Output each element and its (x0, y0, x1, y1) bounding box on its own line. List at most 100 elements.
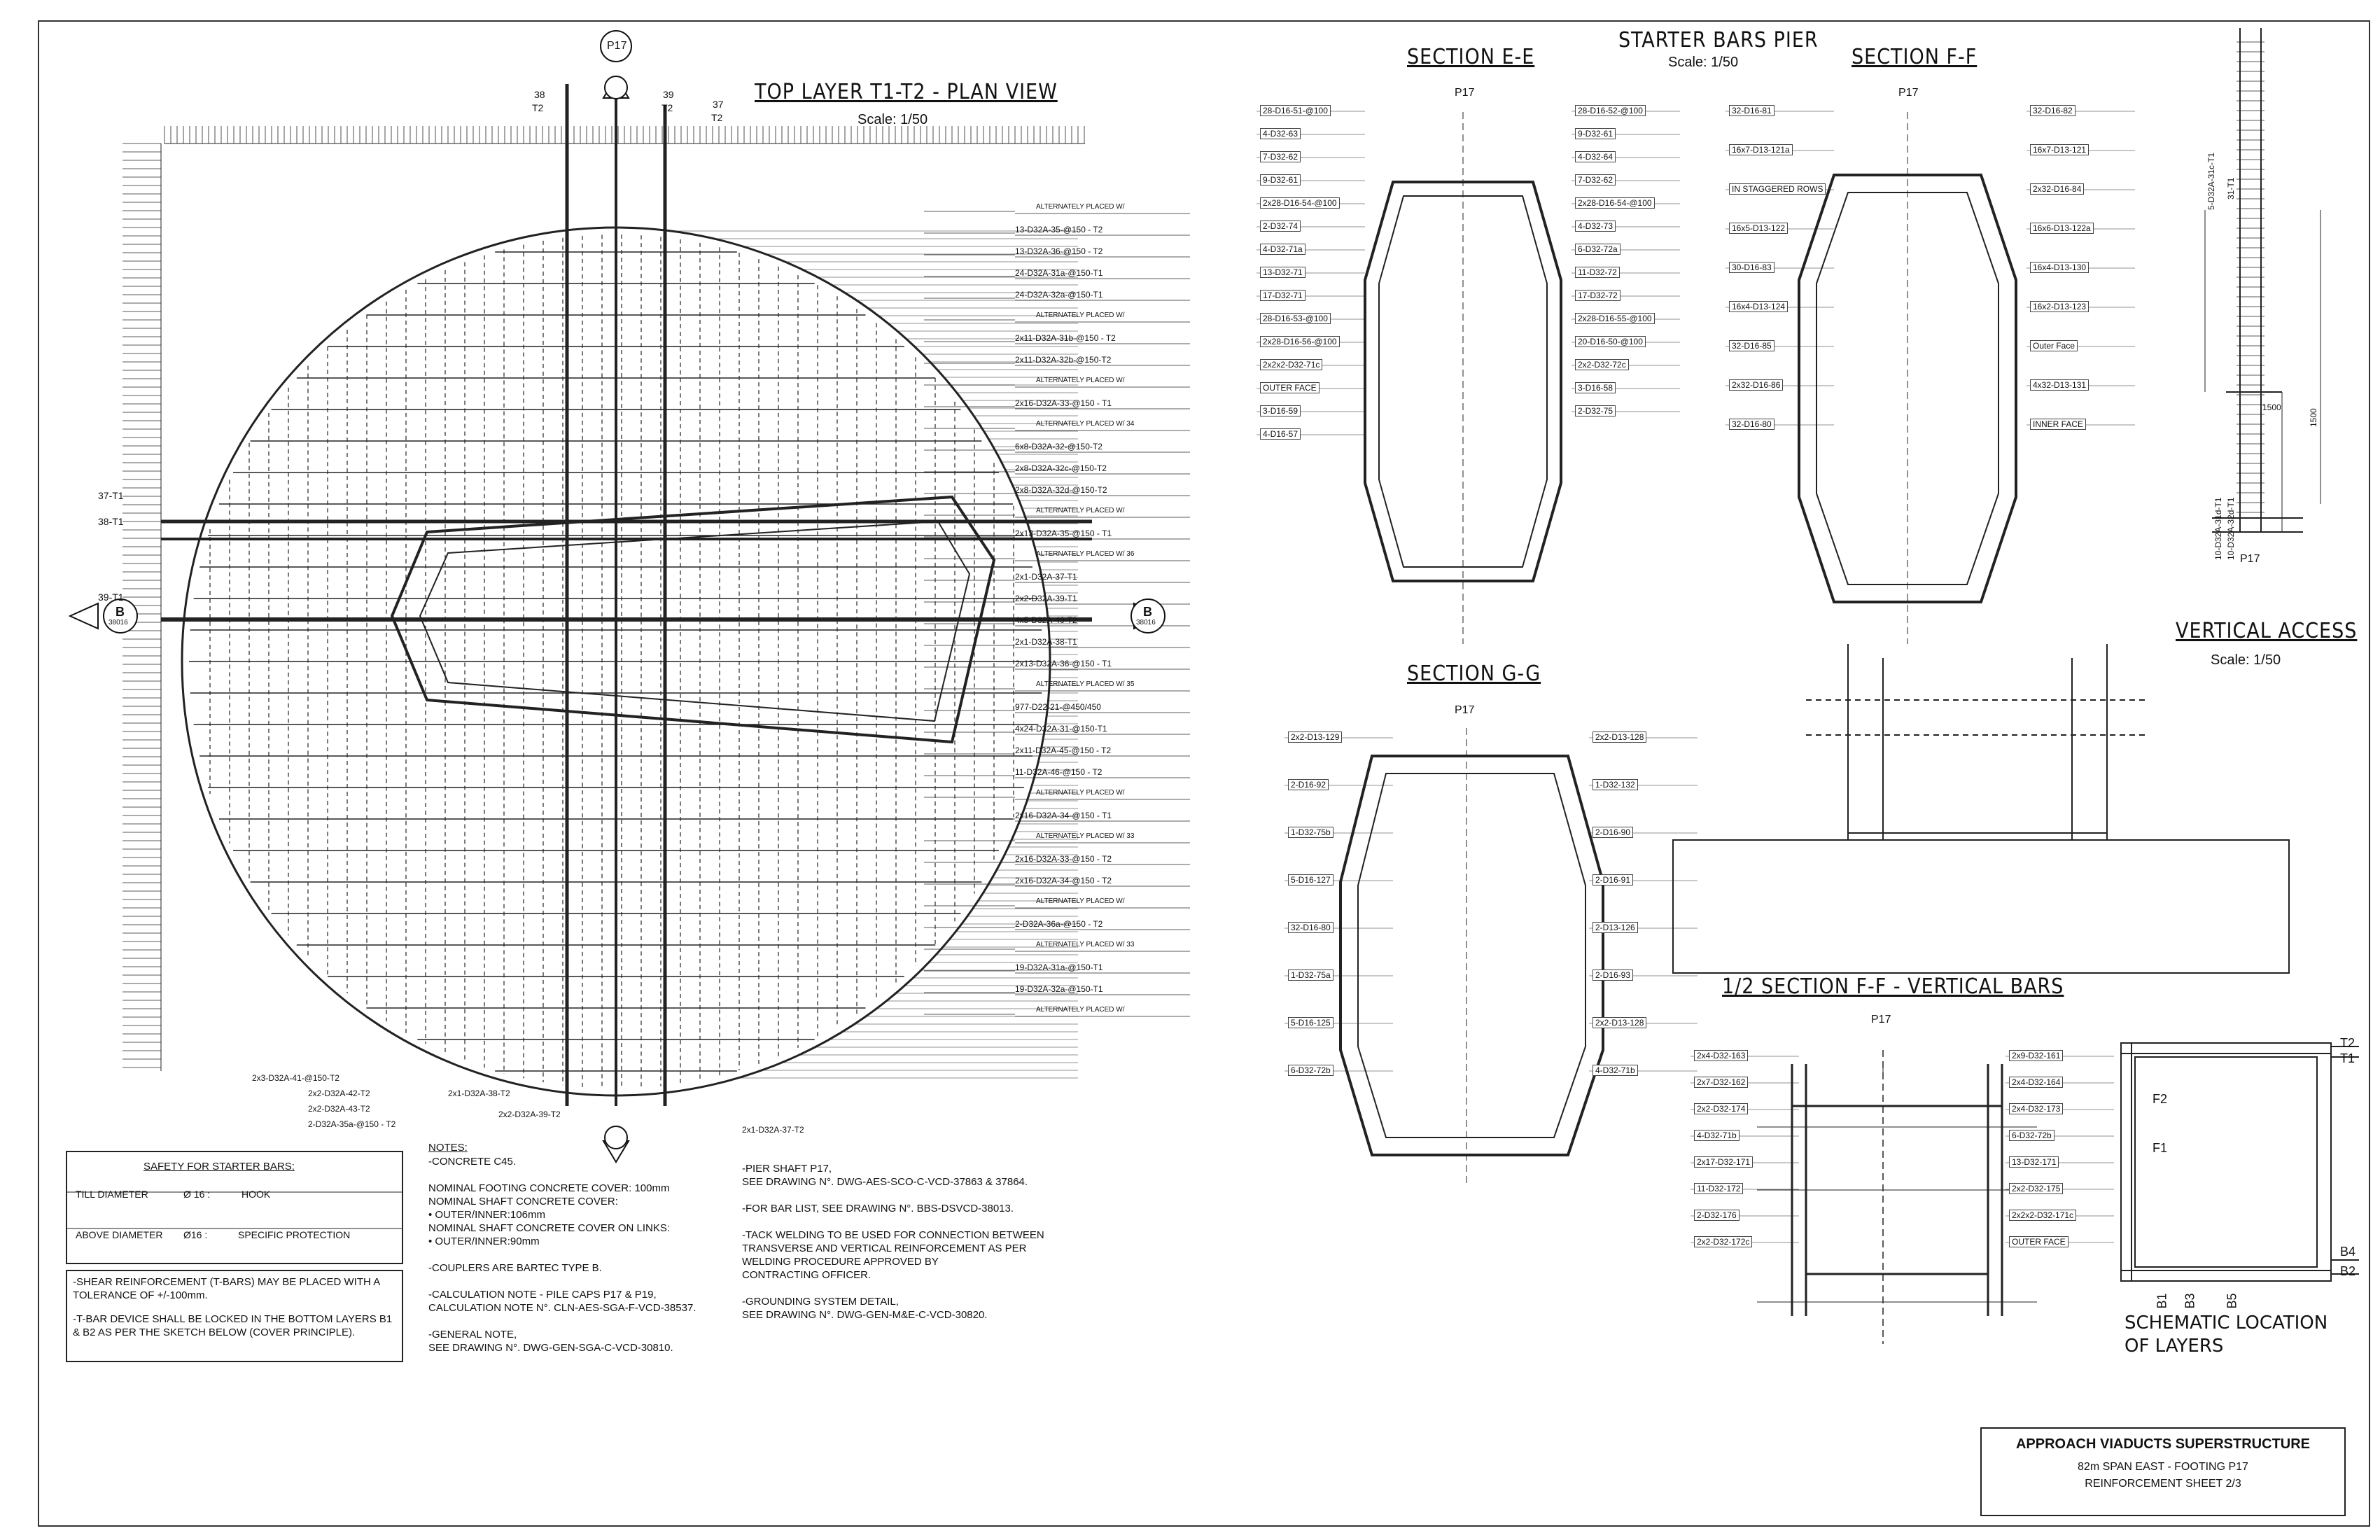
gg-text-label: 2-D16-90 (1592, 827, 1634, 838)
layer-F2: F2 (2152, 1092, 2168, 1106)
plan-callout: 2x11-D32A-45-@150 - T2 (1015, 746, 1112, 755)
ff-text-label: 16x5-D13-122 (1729, 223, 1788, 234)
half-text-label: 6-D32-72b (2009, 1130, 2054, 1141)
plan-callout: ALTERNATELY PLACED W/ 33 (1036, 941, 1135, 948)
plan-top-label-38-layer: T2 (532, 102, 544, 113)
ee-text-label: 2x28-D16-55-@100 (1575, 313, 1655, 324)
ff-text-label: 16x4-D13-124 (1729, 301, 1788, 312)
plan-top-label-39-layer: T2 (662, 102, 673, 113)
safety-row1-right: HOOK (241, 1189, 271, 1200)
notes-heading: NOTES: (428, 1142, 468, 1154)
plan-view-title: TOP LAYER T1-T2 - PLAN VIEW (755, 80, 1058, 104)
plan-bottom-callout-42: 2x2-D32A-42-T2 (308, 1088, 370, 1098)
half-text-label: OUTER FACE (2009, 1236, 2068, 1247)
ff-text-label: 32-D16-85 (1729, 340, 1774, 351)
section-ee-title: SECTION E-E (1407, 45, 1535, 69)
notes-column-1: -CONCRETE C45. NOMINAL FOOTING CONCRETE … (428, 1156, 696, 1354)
ee-text-label: 28-D16-52-@100 (1575, 105, 1646, 116)
gg-text-label: 2-D16-91 (1592, 874, 1634, 886)
ff-text-label: 16x7-D13-121 (2030, 144, 2090, 155)
ff-text-label: 16x7-D13-121a (1729, 144, 1793, 155)
half-text-label: 2x2-D32-175 (2009, 1183, 2064, 1194)
plan-top-label-37: 37 (713, 99, 724, 110)
plan-callout: ALTERNATELY PLACED W/ (1036, 312, 1125, 319)
gg-text-label: 1-D32-132 (1592, 779, 1638, 790)
section-ee-geometry (1256, 111, 1680, 644)
section-ff-elevation (1672, 644, 2290, 974)
plan-callout: 2x16-D32A-34-@150 - T1 (1015, 811, 1112, 820)
ee-text-label: 4-D32-71a (1260, 244, 1306, 255)
callout-leaders (924, 211, 1190, 1017)
plan-callout: 24-D32A-31a-@150-T1 (1015, 268, 1103, 278)
gg-text-label: 2-D13-126 (1592, 922, 1638, 933)
plan-callout: 24-D32A-32a-@150-T1 (1015, 290, 1103, 300)
layer-F1: F1 (2152, 1141, 2168, 1155)
vertical-access-title: VERTICAL ACCESS (2176, 619, 2358, 643)
plan-callout: 19-D32A-31a-@150-T1 (1015, 962, 1103, 972)
half-section-geometry (1690, 1050, 2114, 1344)
half-section-pier: P17 (1871, 1014, 1891, 1026)
ee-text-label: 4-D32-63 (1260, 128, 1301, 139)
section-ee-pier: P17 (1455, 87, 1475, 99)
ee-text-label: 6-D32-72a (1575, 244, 1620, 255)
plan-callout: 4x5-D32A-40-T2 (1015, 615, 1077, 625)
ff-text-label: 32-D16-80 (1729, 419, 1774, 430)
plan-top-label-38: 38 (534, 89, 545, 100)
plan-left-label-38: 38-T1 (98, 516, 124, 527)
ee-text-label: 2x28-D16-54-@100 (1575, 197, 1655, 209)
ee-text-label: 17-D32-71 (1260, 290, 1306, 301)
ee-text-label: 3-D16-58 (1575, 382, 1616, 393)
pier-shaft-outline (390, 495, 996, 744)
ee-text-label: 17-D32-72 (1575, 290, 1620, 301)
gg-text-label: 1-D32-75b (1288, 827, 1334, 838)
plan-top-label-37-layer: T2 (711, 112, 723, 123)
layer-B1: B1 (2155, 1293, 2169, 1309)
plan-callout: ALTERNATELY PLACED W/ 34 (1036, 420, 1135, 428)
ee-text-label: 2x28-D16-56-@100 (1260, 336, 1340, 347)
plan-callout: 2x13-D32A-35-@150 - T1 (1015, 528, 1112, 538)
layer-B4: B4 (2340, 1245, 2356, 1259)
plan-callout: 19-D32A-32a-@150-T1 (1015, 984, 1103, 994)
ff-text-label: 2x32-D16-86 (1729, 379, 1784, 391)
vertical-access-scale: Scale: 1/50 (2211, 652, 2281, 668)
ff-text-label: 30-D16-83 (1729, 262, 1774, 273)
schematic-title-2: OF LAYERS (2124, 1336, 2224, 1357)
section-gg-geometry (1284, 728, 1698, 1183)
ee-text-label: 2x2x2-D32-71c (1260, 359, 1323, 370)
safety-row1-left: TILL DIAMETER (76, 1189, 148, 1200)
ff-text-label: IN STAGGERED ROWS (1729, 183, 1826, 195)
plan-callout: 2x11-D32A-32b-@150-T2 (1015, 355, 1112, 365)
plan-callout: ALTERNATELY PLACED W/ (1036, 897, 1125, 905)
safety-row2-mid: Ø16 : (183, 1229, 208, 1240)
plan-pier-tag: P17 (607, 40, 627, 52)
half-text-label: 2x9-D32-161 (2009, 1050, 2064, 1061)
plan-callout: 4x24-D32A-31-@150-T1 (1015, 724, 1107, 734)
plan-callout: 2x1-D32A-37-T1 (1015, 572, 1077, 582)
half-text-label: 4-D32-71b (1694, 1130, 1740, 1141)
ee-text-label: 4-D16-57 (1260, 428, 1301, 440)
plan-bottom-callout-39: 2x2-D32A-39-T2 (498, 1110, 561, 1119)
half-text-label: 2x4-D32-163 (1694, 1050, 1749, 1061)
half-text-label: 2x2-D32-174 (1694, 1103, 1749, 1114)
vertical-access-label: 31-T1 (2226, 177, 2236, 200)
safety-row2-right: SPECIFIC PROTECTION (238, 1229, 351, 1240)
section-ff-title: SECTION F-F (1851, 45, 1977, 69)
schematic-layers-geometry (2120, 1042, 2359, 1282)
ff-text-label: 16x2-D13-123 (2030, 301, 2090, 312)
tbar-note-2: -T-BAR DEVICE SHALL BE LOCKED IN THE BOT… (73, 1313, 393, 1338)
plan-bottom-callout-38: 2x1-D32A-38-T2 (448, 1088, 510, 1098)
ee-text-label: 4-D32-64 (1575, 151, 1616, 162)
half-text-label: 13-D32-171 (2009, 1156, 2059, 1168)
plan-callout: ALTERNATELY PLACED W/ 36 (1036, 550, 1135, 558)
ee-text-label: 2x2-D32-72c (1575, 359, 1629, 370)
gg-text-label: 2-D16-93 (1592, 969, 1634, 981)
plan-view-scale: Scale: 1/50 (858, 112, 928, 127)
tbar-note-1: -SHEAR REINFORCEMENT (T-BARS) MAY BE PLA… (73, 1276, 380, 1301)
ff-text-label: 16x4-D13-130 (2030, 262, 2090, 273)
plan-callout: 977-D22-21-@450/450 (1015, 702, 1101, 712)
half-text-label: 11-D32-172 (1694, 1183, 1744, 1194)
ff-text-label: 2x32-D16-84 (2030, 183, 2085, 195)
plan-bottom-callout-41: 2x3-D32A-41-@150-T2 (252, 1073, 340, 1083)
section-gg-title: SECTION G-G (1407, 662, 1541, 686)
tbar-box-border (66, 1270, 403, 1362)
